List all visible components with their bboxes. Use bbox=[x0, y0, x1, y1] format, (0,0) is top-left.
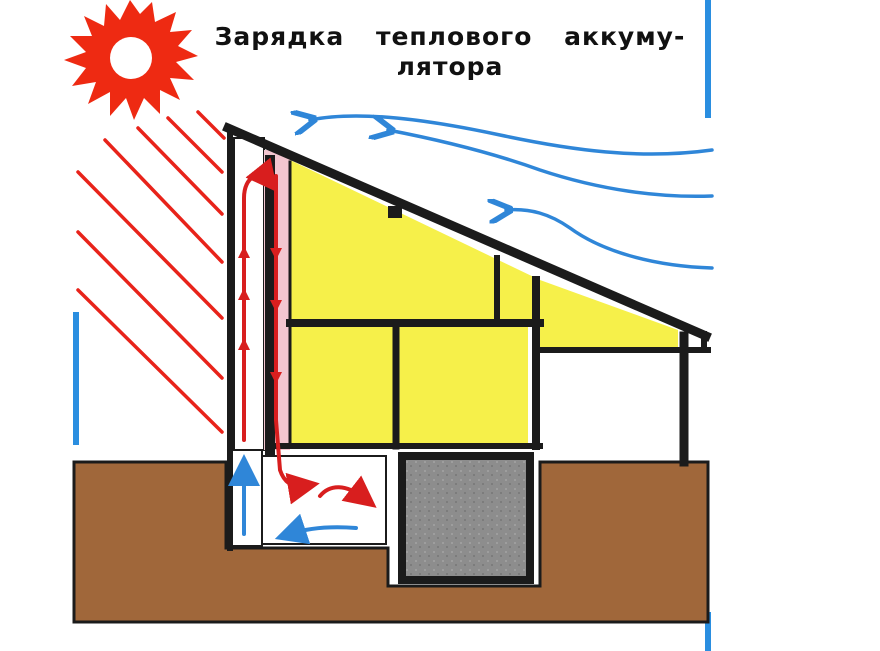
solar-radiation-lines bbox=[76, 110, 226, 434]
cold-air-flow bbox=[228, 454, 358, 545]
caption-line-2: лятора bbox=[396, 52, 504, 81]
ground bbox=[72, 460, 710, 624]
hot-air-arrow-icon bbox=[274, 174, 320, 505]
hot-air-arrow-icon bbox=[318, 475, 377, 508]
hot-air-arrow-icon bbox=[238, 338, 250, 350]
wall-upper-right bbox=[540, 280, 678, 350]
caption-line-1: Зарядка теплового аккуму- bbox=[214, 22, 686, 51]
hot-air-arrow-icon bbox=[270, 300, 282, 312]
air-duct-left bbox=[231, 449, 263, 547]
hot-air-flow bbox=[242, 157, 377, 508]
vent-block bbox=[388, 206, 402, 218]
wind-arrow-icon bbox=[388, 130, 714, 199]
ray bbox=[76, 288, 224, 434]
sun-core bbox=[110, 37, 152, 79]
cold-air-arrow-icon bbox=[274, 513, 358, 545]
ray bbox=[166, 116, 224, 174]
house-walls bbox=[290, 160, 678, 444]
heat-storage-block bbox=[398, 452, 534, 584]
hot-air-arrow-icon bbox=[270, 372, 282, 384]
hot-air-arrow-icon bbox=[270, 248, 282, 260]
hot-air-arrow-icon bbox=[238, 246, 250, 258]
ray bbox=[76, 170, 224, 320]
wind-arrow-icon bbox=[506, 210, 714, 270]
hot-air-arrow-icon bbox=[238, 288, 250, 300]
ray bbox=[103, 138, 224, 264]
wall-lower-right bbox=[398, 326, 528, 444]
house-structure bbox=[222, 122, 712, 551]
collector-channel bbox=[233, 137, 265, 451]
hot-air-arrow-icon bbox=[242, 157, 279, 442]
wall-upper bbox=[290, 160, 540, 322]
wind-arrows bbox=[310, 116, 714, 270]
wall-lower-left bbox=[290, 326, 394, 444]
roof bbox=[222, 122, 712, 342]
sun-icon bbox=[64, 0, 198, 120]
ray bbox=[196, 110, 226, 140]
wind-arrow-icon bbox=[310, 116, 714, 156]
ray bbox=[136, 126, 224, 216]
diagram-caption: Зарядка теплового аккуму- лятора bbox=[205, 22, 695, 82]
hot-air-direction-marks bbox=[238, 246, 282, 384]
ray bbox=[76, 230, 224, 380]
